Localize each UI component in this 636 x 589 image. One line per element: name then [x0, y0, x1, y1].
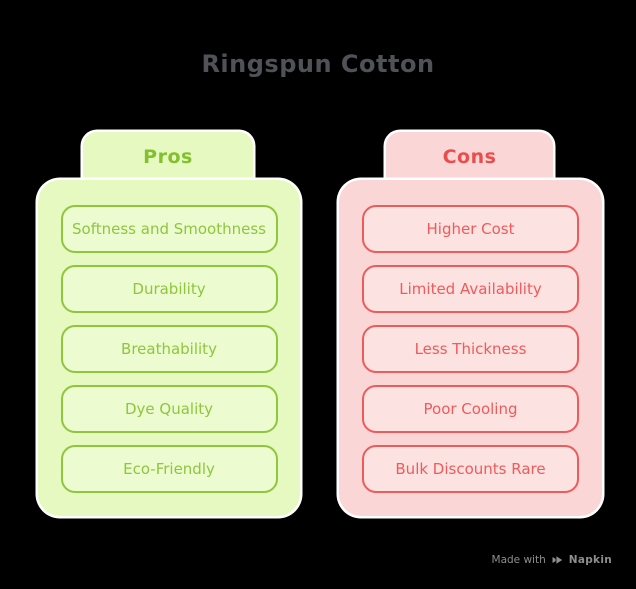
cons-item: Higher Cost	[362, 205, 579, 253]
cons-header-tab: Cons	[386, 132, 553, 182]
pros-header-tab: Pros	[83, 132, 253, 182]
pros-header-label: Pros	[143, 146, 193, 168]
pros-item: Softness and Smoothness	[60, 205, 278, 253]
napkin-logo-icon	[551, 554, 564, 566]
pros-item: Eco-Friendly	[60, 445, 278, 493]
pros-item: Breathability	[60, 325, 278, 373]
pros-item: Dye Quality	[60, 385, 278, 433]
pros-item: Durability	[60, 265, 278, 313]
cons-card: Higher Cost Limited Availability Less Th…	[339, 180, 602, 516]
pros-card: Softness and Smoothness Durability Breat…	[38, 180, 300, 516]
cons-item: Less Thickness	[362, 325, 579, 373]
watermark-prefix: Made with	[491, 554, 546, 566]
cons-item: Bulk Discounts Rare	[362, 445, 579, 493]
cons-item: Limited Availability	[362, 265, 579, 313]
cons-item: Poor Cooling	[362, 385, 579, 433]
cons-header-label: Cons	[442, 146, 497, 168]
watermark-brand: Napkin	[568, 554, 612, 566]
diagram-title: Ringspun Cotton	[201, 50, 435, 78]
watermark: Made with Napkin	[492, 552, 612, 568]
